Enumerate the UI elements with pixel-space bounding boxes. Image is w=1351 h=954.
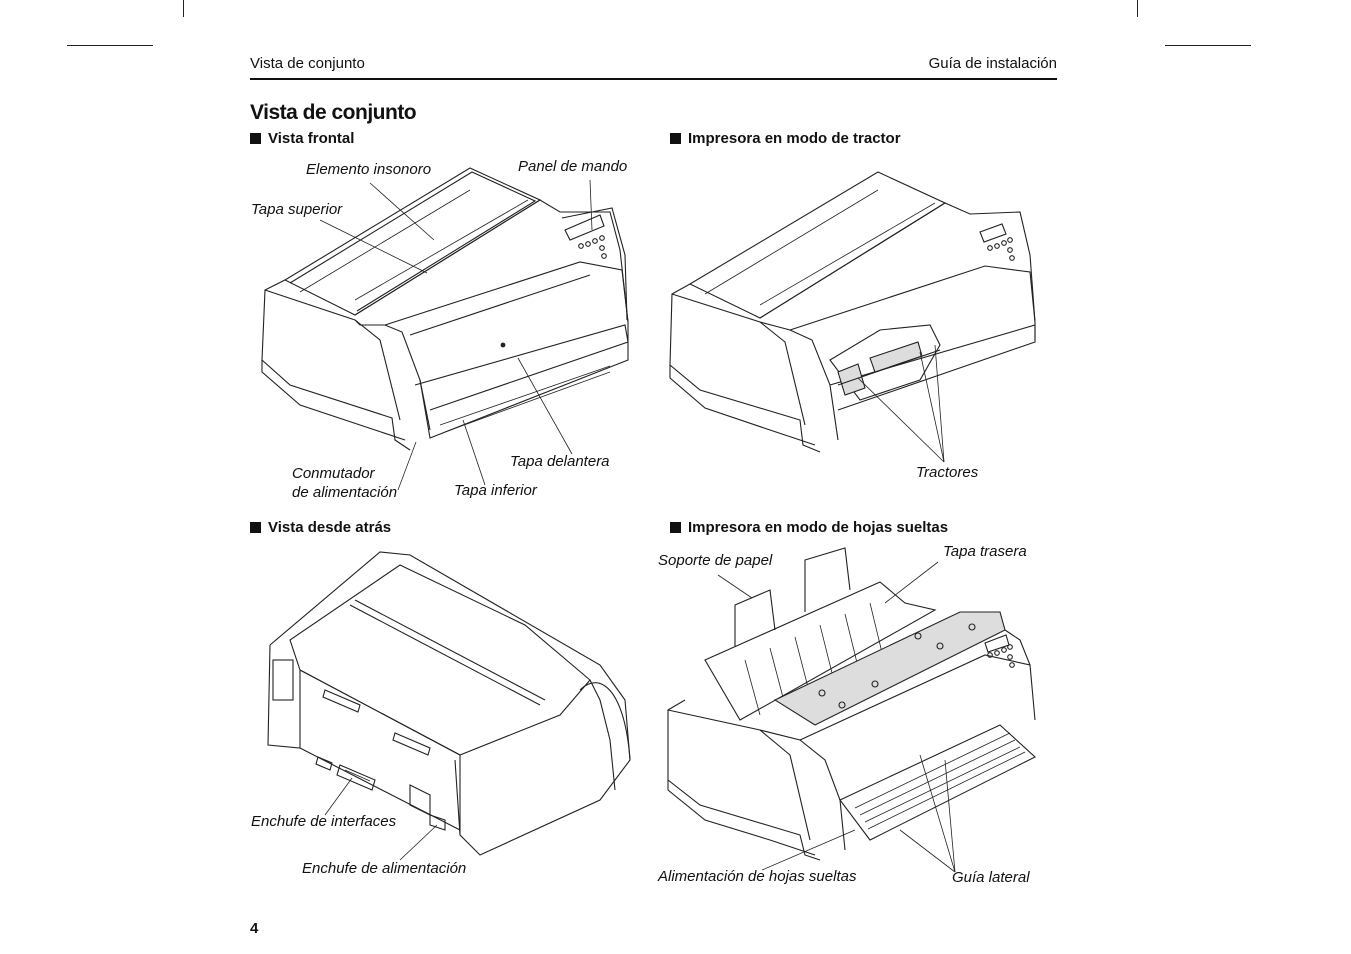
label-sheet-feed: Alimentación de hojas sueltas [658, 868, 857, 885]
label-tractors: Tractores [916, 464, 979, 481]
label-rear-cover: Tapa trasera [943, 543, 1027, 560]
section-heading-front-text: Vista frontal [268, 130, 355, 147]
page-title: Vista de conjunto [250, 101, 417, 124]
bullet-square-icon [250, 133, 261, 144]
bullet-square-icon [670, 522, 681, 533]
crop-mark-right-vertical [1137, 0, 1138, 17]
crop-mark-left-horizontal [67, 45, 153, 46]
crop-mark-right-horizontal [1165, 45, 1251, 46]
label-power-switch-line2: de alimentación [292, 484, 398, 501]
bullet-square-icon [670, 133, 681, 144]
running-header-left: Vista de conjunto [250, 55, 365, 72]
section-heading-sheet-text: Impresora en modo de hojas sueltas [688, 519, 949, 536]
label-interface-socket: Enchufe de interfaces [251, 813, 397, 830]
section-heading-rear-text: Vista desde atrás [268, 519, 392, 536]
running-header-right: Guía de instalación [928, 55, 1057, 72]
section-heading-tractor: Impresora en modo de tractor [670, 130, 901, 147]
label-paper-support: Soporte de papel [658, 552, 773, 569]
label-power-socket: Enchufe de alimentación [302, 860, 467, 877]
label-top-cover: Tapa superior [251, 201, 343, 218]
section-heading-front: Vista frontal [250, 130, 354, 147]
section-heading-sheet: Impresora en modo de hojas sueltas [670, 519, 948, 536]
label-sound-element: Elemento insonoro [306, 161, 432, 178]
label-control-panel: Panel de mando [518, 158, 628, 175]
label-power-switch-line1: Conmutador [292, 465, 375, 482]
crop-mark-left-vertical [183, 0, 184, 17]
label-side-guide: Guía lateral [952, 869, 1030, 886]
label-bottom-cover: Tapa inferior [454, 482, 537, 499]
section-heading-rear: Vista desde atrás [250, 519, 391, 536]
header-rule [250, 78, 1057, 80]
label-front-cover: Tapa delantera [510, 453, 610, 470]
page-number: 4 [250, 920, 259, 937]
section-heading-tractor-text: Impresora en modo de tractor [688, 130, 901, 147]
bullet-square-icon [250, 522, 261, 533]
